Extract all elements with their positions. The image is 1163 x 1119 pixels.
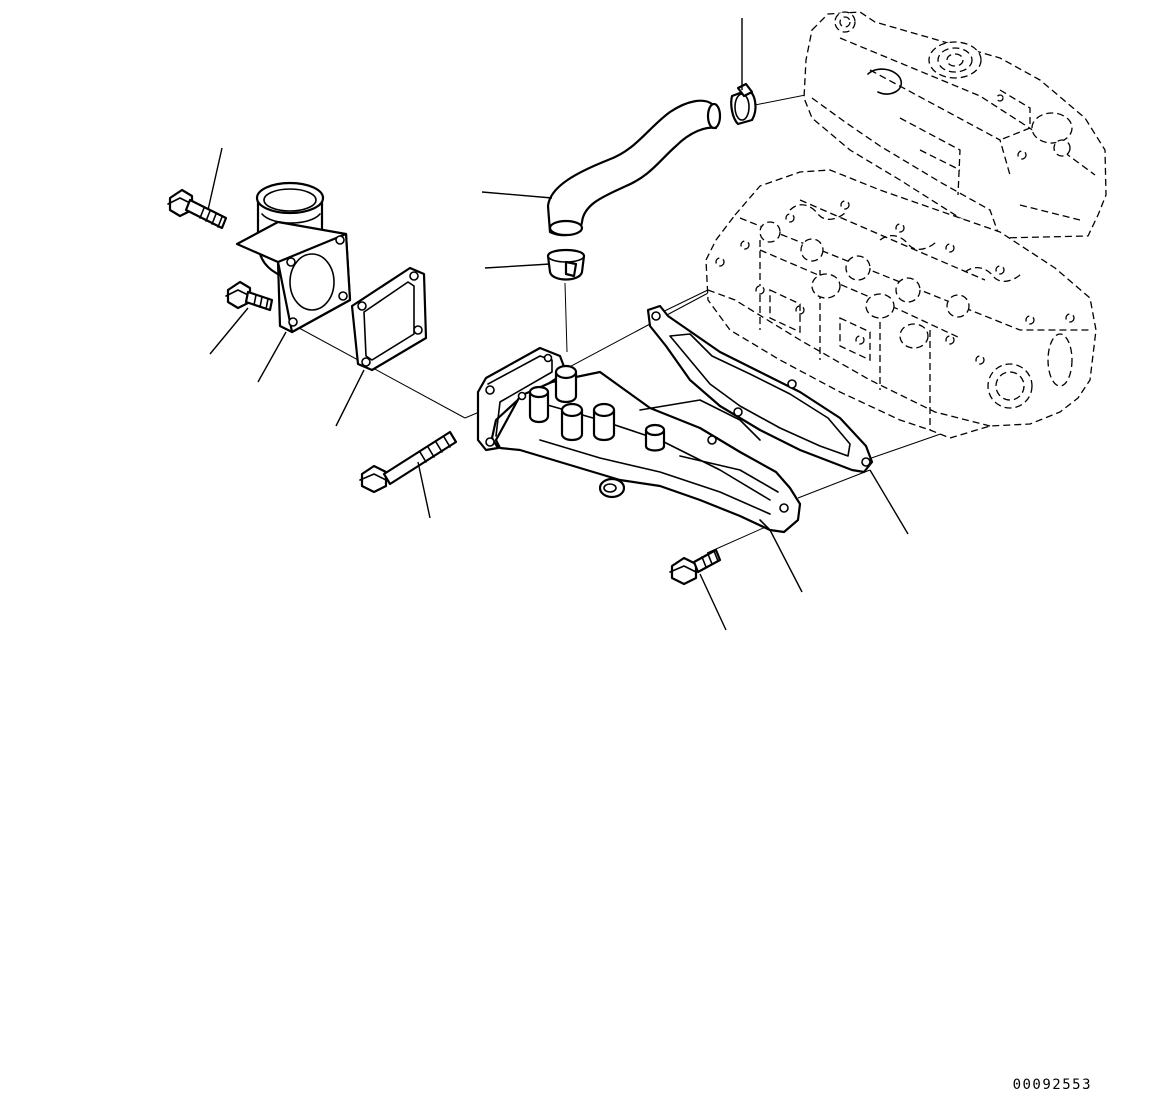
gasket-long: [646, 304, 874, 474]
bolt-left: [225, 280, 274, 312]
leader-lines: [207, 18, 909, 631]
hose-clamp-lower: [546, 248, 586, 281]
cylinder-head: [705, 169, 1097, 439]
drawing-number: 00092553: [1012, 1077, 1092, 1093]
hose-clamp-upper: [730, 82, 757, 126]
gasket-small: [350, 266, 428, 372]
long-bolt: [359, 430, 458, 494]
water-hose: [546, 99, 722, 237]
bolt-lower: [669, 548, 722, 586]
bolt-upper-left: [167, 188, 228, 230]
thermostat-housing: [235, 181, 352, 334]
rocker-cover: [803, 11, 1107, 239]
water-manifold: [476, 346, 802, 534]
